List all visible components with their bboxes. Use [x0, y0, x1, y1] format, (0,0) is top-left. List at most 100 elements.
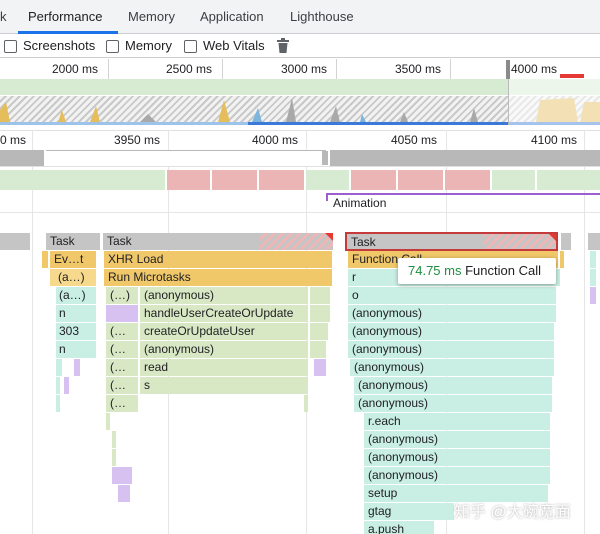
- flame-event[interactable]: Ev…t: [50, 251, 96, 268]
- flame-task[interactable]: Task: [46, 233, 100, 250]
- flame-event[interactable]: 303: [56, 323, 96, 340]
- flame-run-microtasks[interactable]: Run Microtasks: [104, 269, 332, 286]
- flame-call[interactable]: (…: [106, 395, 138, 412]
- tab-application[interactable]: Application: [200, 9, 264, 24]
- memory-label: Memory: [125, 38, 172, 53]
- flame-event[interactable]: (a…): [50, 269, 96, 286]
- flame-anonymous[interactable]: (anonymous): [364, 449, 550, 466]
- flame-handle-user-create-or-update[interactable]: handleUserCreateOrUpdate: [140, 305, 308, 322]
- web-vitals-checkbox[interactable]: [184, 40, 197, 53]
- flame-task[interactable]: Task: [103, 233, 333, 250]
- flame-call[interactable]: [556, 269, 560, 286]
- overview-cpu-track: [0, 96, 600, 122]
- flame-call[interactable]: (…): [106, 287, 138, 304]
- flame-create-or-update-user[interactable]: createOrUpdateUser: [140, 323, 308, 340]
- flame-call[interactable]: [310, 287, 330, 304]
- flame-a-push[interactable]: a.push: [364, 521, 434, 534]
- overview-tick-label: 4000 ms: [511, 62, 558, 76]
- flame-gtag[interactable]: gtag: [364, 503, 454, 520]
- flame-anonymous[interactable]: (anonymous): [140, 341, 308, 358]
- overview-fps-track: [0, 79, 600, 95]
- flame-call[interactable]: [112, 467, 132, 484]
- flame-call[interactable]: (…: [106, 341, 138, 358]
- overview-tick: [108, 59, 109, 79]
- flame-event[interactable]: [42, 251, 48, 268]
- flame-event[interactable]: [56, 359, 62, 376]
- tab-lighthouse[interactable]: Lighthouse: [290, 9, 354, 24]
- overview-selection-window[interactable]: [508, 79, 600, 125]
- frames-track: [0, 150, 600, 166]
- flame-call[interactable]: (…: [106, 359, 138, 376]
- flame-read[interactable]: read: [140, 359, 308, 376]
- flame-setup[interactable]: setup: [364, 485, 548, 502]
- flame-call[interactable]: [590, 287, 596, 304]
- flame-call[interactable]: (…: [106, 323, 138, 340]
- flame-event[interactable]: n: [56, 341, 96, 358]
- memory-checkbox[interactable]: [106, 40, 119, 53]
- long-task-triangle: [549, 234, 556, 241]
- frame-block[interactable]: [46, 150, 326, 166]
- flame-call[interactable]: [106, 413, 110, 430]
- overview-selection-handle[interactable]: [506, 60, 510, 79]
- flame-anonymous[interactable]: (anonymous): [348, 323, 554, 340]
- screenshots-checkbox[interactable]: [4, 40, 17, 53]
- screenshots-label: Screenshots: [23, 38, 96, 53]
- flame-task[interactable]: [0, 233, 30, 250]
- flame-anonymous[interactable]: (anonymous): [348, 305, 556, 322]
- flame-anonymous[interactable]: (anonymous): [364, 431, 550, 448]
- flame-anonymous[interactable]: (anonymous): [350, 359, 554, 376]
- flame-anonymous[interactable]: (anonymous): [364, 467, 550, 484]
- flame-call[interactable]: [310, 323, 328, 340]
- detail-tick-label: 3950 ms: [114, 133, 161, 147]
- flame-call[interactable]: [310, 305, 330, 322]
- flame-call[interactable]: [560, 251, 564, 268]
- flame-r-each[interactable]: r.each: [364, 413, 550, 430]
- flame-event[interactable]: n: [56, 305, 96, 322]
- flame-call[interactable]: [304, 395, 308, 412]
- flame-call[interactable]: o: [348, 287, 556, 304]
- flame-task[interactable]: [561, 233, 571, 250]
- flame-anonymous[interactable]: (anonymous): [140, 287, 308, 304]
- long-task-triangle: [325, 233, 333, 241]
- flame-call[interactable]: [118, 485, 130, 502]
- trash-icon[interactable]: [277, 38, 289, 53]
- flame-anonymous[interactable]: (anonymous): [354, 377, 552, 394]
- flame-call[interactable]: [106, 305, 138, 322]
- detail-tick-label: 0 ms: [0, 133, 27, 147]
- flame-call[interactable]: [314, 359, 326, 376]
- flame-event[interactable]: [56, 395, 60, 412]
- flame-s[interactable]: s: [140, 377, 308, 394]
- detail-gridline: [32, 130, 33, 534]
- frame-block[interactable]: [0, 150, 44, 166]
- overview-tick-label: 2500 ms: [166, 62, 213, 76]
- flame-call[interactable]: [112, 449, 116, 466]
- tab-truncated[interactable]: k: [0, 9, 7, 24]
- flame-call[interactable]: [590, 251, 596, 268]
- overview-tick-label: 3500 ms: [395, 62, 442, 76]
- flame-event[interactable]: [64, 377, 69, 394]
- flame-task[interactable]: [588, 233, 600, 250]
- flame-call[interactable]: (…: [106, 377, 138, 394]
- flame-tooltip: 74.75 ms Function Call: [398, 258, 556, 284]
- flame-xhr-load[interactable]: XHR Load: [104, 251, 332, 268]
- detail-tick-label: 4100 ms: [531, 133, 578, 147]
- flame-call[interactable]: [112, 431, 116, 448]
- tooltip-duration: 74.75 ms: [408, 263, 462, 278]
- detail-tick-label: 4050 ms: [391, 133, 438, 147]
- frame-marker: [322, 151, 328, 165]
- frame-block[interactable]: [330, 150, 600, 166]
- animation-bar[interactable]: [326, 193, 600, 195]
- flame-event[interactable]: [74, 359, 80, 376]
- flame-call[interactable]: [590, 269, 596, 286]
- flame-event[interactable]: [56, 377, 60, 394]
- flame-call[interactable]: [310, 341, 326, 358]
- flame-anonymous[interactable]: (anonymous): [348, 341, 554, 358]
- tab-performance[interactable]: Performance: [28, 9, 103, 24]
- flame-task-selected[interactable]: Task: [345, 232, 558, 251]
- flame-event[interactable]: (a…): [56, 287, 96, 304]
- tab-memory[interactable]: Memory: [128, 9, 175, 24]
- performance-toolbar: Screenshots Memory Web Vitals: [0, 34, 600, 58]
- flame-anonymous[interactable]: (anonymous): [354, 395, 552, 412]
- overview-tick: [222, 59, 223, 79]
- overview-tick: [450, 59, 451, 79]
